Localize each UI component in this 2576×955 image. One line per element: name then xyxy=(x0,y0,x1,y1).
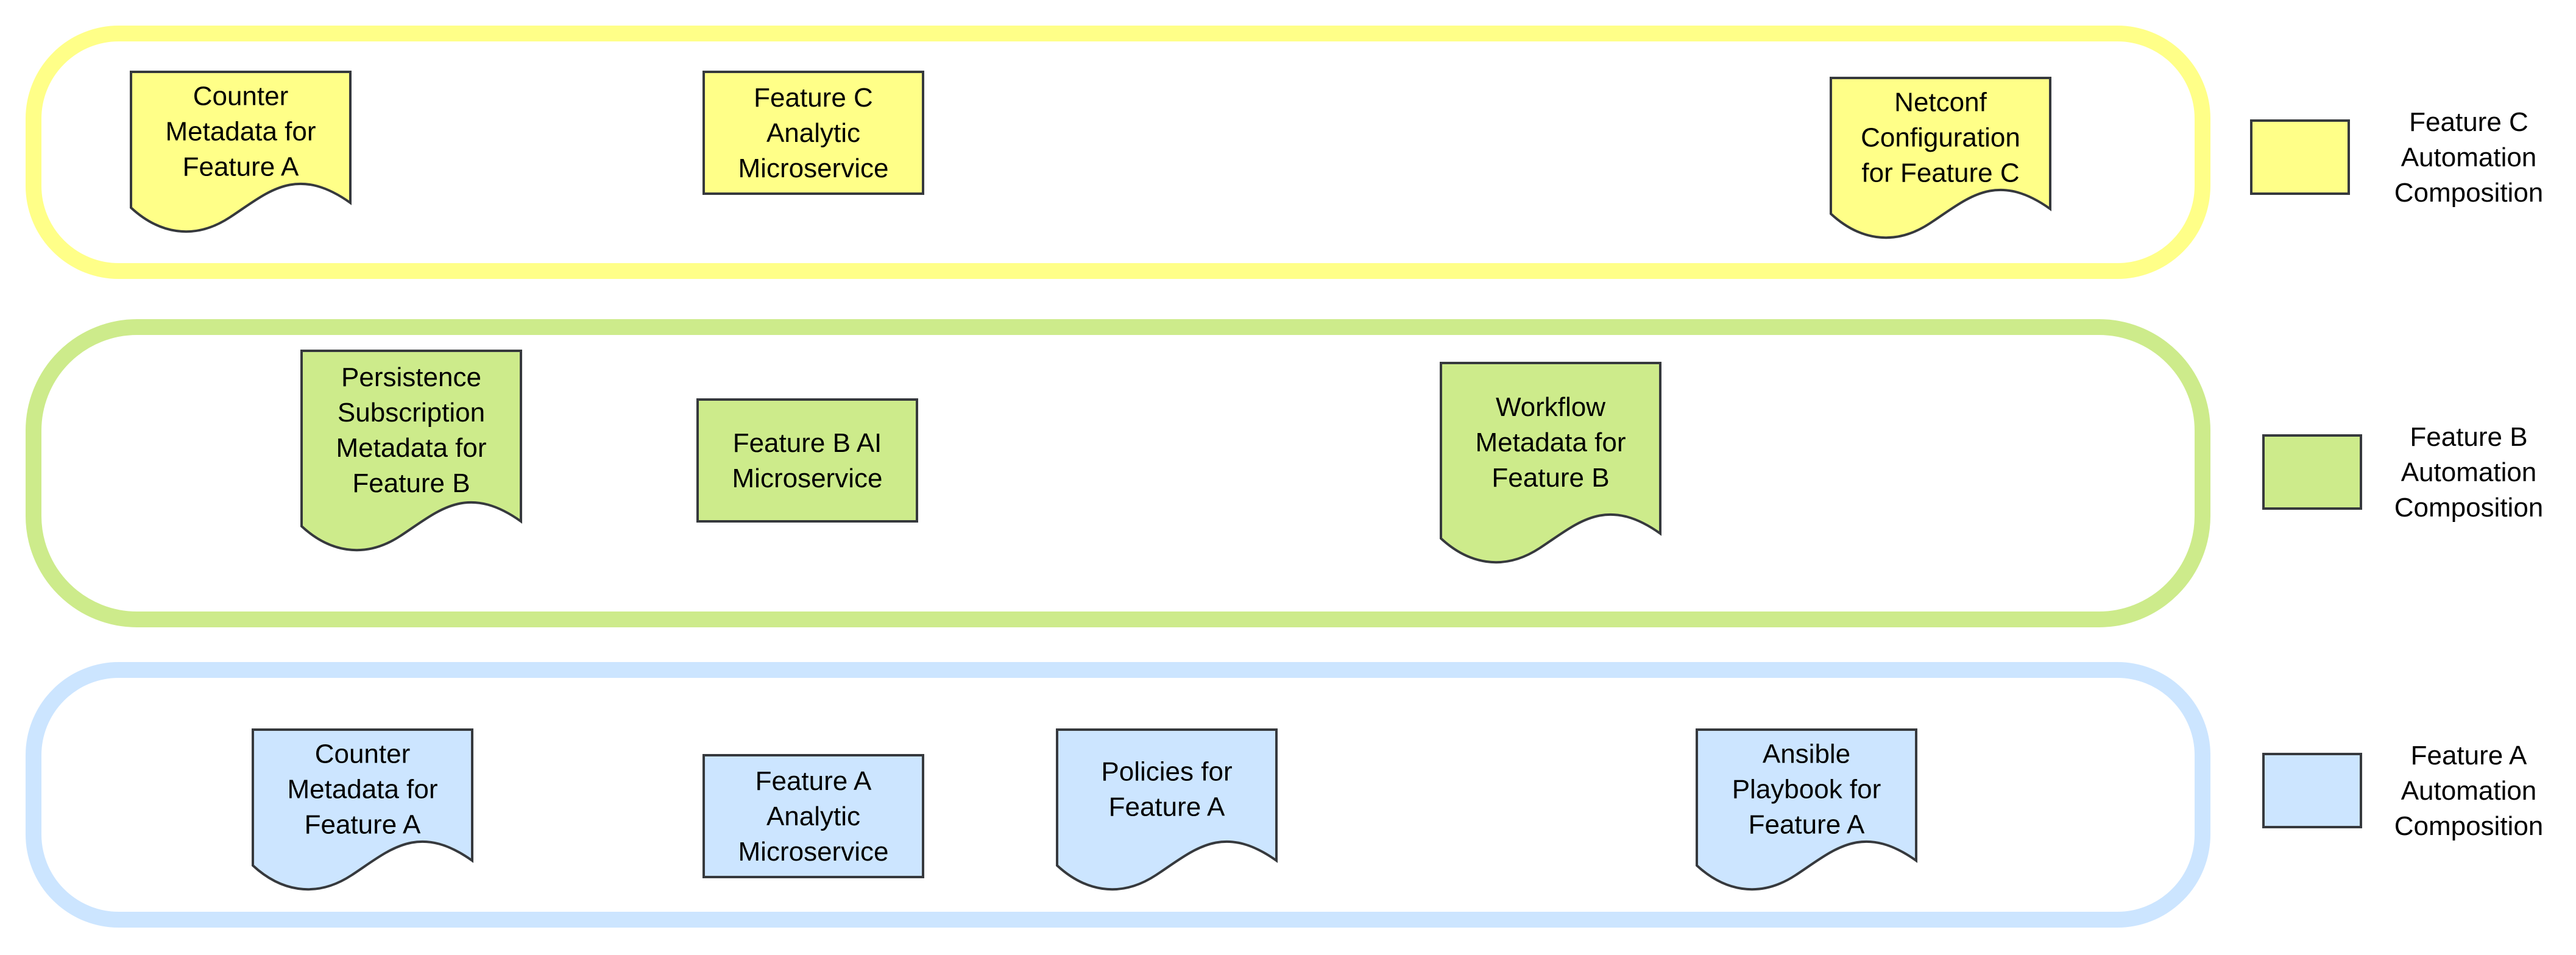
c-netconf-label-line: for Feature C xyxy=(1861,158,2019,188)
feature-c-legend-label-line: Automation xyxy=(2401,143,2537,172)
feature-a-container xyxy=(26,662,2210,928)
a-analytic-label-line: Feature A xyxy=(755,766,872,796)
b-workflow-label-line: Metadata for xyxy=(1475,428,1626,457)
feature-c-container xyxy=(26,26,2210,279)
feature-c-legend-swatch xyxy=(2250,119,2350,195)
feature-c-legend-label-line: Feature C xyxy=(2409,107,2528,137)
feature-b-legend-label-line: Automation xyxy=(2401,457,2537,487)
a-counter-label-line: Metadata for xyxy=(287,775,437,805)
feature-b-legend-label-line: Composition xyxy=(2394,493,2544,523)
b-persistence-label-line: Feature B xyxy=(352,468,470,498)
feature-a-legend-label-line: Composition xyxy=(2394,811,2544,841)
c-counter-label-line: Metadata for xyxy=(165,117,316,147)
a-analytic-box xyxy=(702,754,924,878)
feature-b-legend-swatch xyxy=(2262,434,2362,510)
b-workflow-document xyxy=(1440,362,1661,564)
a-policies-label-line: Feature A xyxy=(1109,792,1225,822)
b-ai-box xyxy=(696,398,918,523)
b-ai-label-line: Feature B AI xyxy=(733,428,882,458)
a-counter-label-line: Feature A xyxy=(305,810,421,840)
c-analytic-box xyxy=(702,71,924,195)
feature-b-legend-label-line: Feature B xyxy=(2410,422,2527,452)
b-persistence-label-line: Persistence xyxy=(341,362,481,392)
a-ansible-label-line: Playbook for xyxy=(1732,775,1881,805)
a-analytic-label-line: Microservice xyxy=(738,837,889,867)
b-ai-label-line: Microservice xyxy=(732,463,883,493)
c-netconf-label-line: Netconf xyxy=(1894,88,1987,118)
c-netconf-label-line: Configuration xyxy=(1861,123,2020,153)
a-policies-label-line: Policies for xyxy=(1101,757,1232,787)
a-analytic-label-line: Analytic xyxy=(766,802,860,831)
a-ansible-label-line: Feature A xyxy=(1749,810,1865,840)
a-counter-label-line: Counter xyxy=(315,739,411,769)
feature-a-legend-swatch xyxy=(2262,753,2362,828)
a-policies-document xyxy=(1056,728,1278,891)
c-counter-label-line: Feature A xyxy=(183,152,299,182)
b-persistence-label-line: Subscription xyxy=(338,398,485,428)
b-workflow-label-line: Feature B xyxy=(1491,463,1609,493)
feature-b-container xyxy=(26,319,2210,627)
feature-a-legend-label-line: Automation xyxy=(2401,776,2537,806)
feature-c-legend-label-line: Composition xyxy=(2394,178,2544,208)
a-ansible-document xyxy=(1696,728,1917,891)
b-ai-label: Feature B AI Microservice xyxy=(732,428,883,493)
c-analytic-label-line: Analytic xyxy=(766,118,860,148)
c-counter-label-line: Counter xyxy=(193,82,289,111)
feature-a-legend-label-line: Feature A xyxy=(2411,741,2527,770)
b-ai-service-box[interactable]: Feature B AI Microservice xyxy=(696,398,918,523)
b-persistence-label-line: Metadata for xyxy=(336,433,486,463)
a-ansible-label-line: Ansible xyxy=(1763,739,1850,769)
a-counter-document xyxy=(252,728,473,891)
b-persistence-document xyxy=(300,350,522,552)
c-netconf-document xyxy=(1830,77,2051,239)
c-analytic-label-line: Feature C xyxy=(754,83,873,113)
c-analytic-label-line: Microservice xyxy=(738,153,889,183)
c-counter-document xyxy=(130,71,352,233)
b-workflow-label-line: Workflow xyxy=(1496,392,1605,422)
